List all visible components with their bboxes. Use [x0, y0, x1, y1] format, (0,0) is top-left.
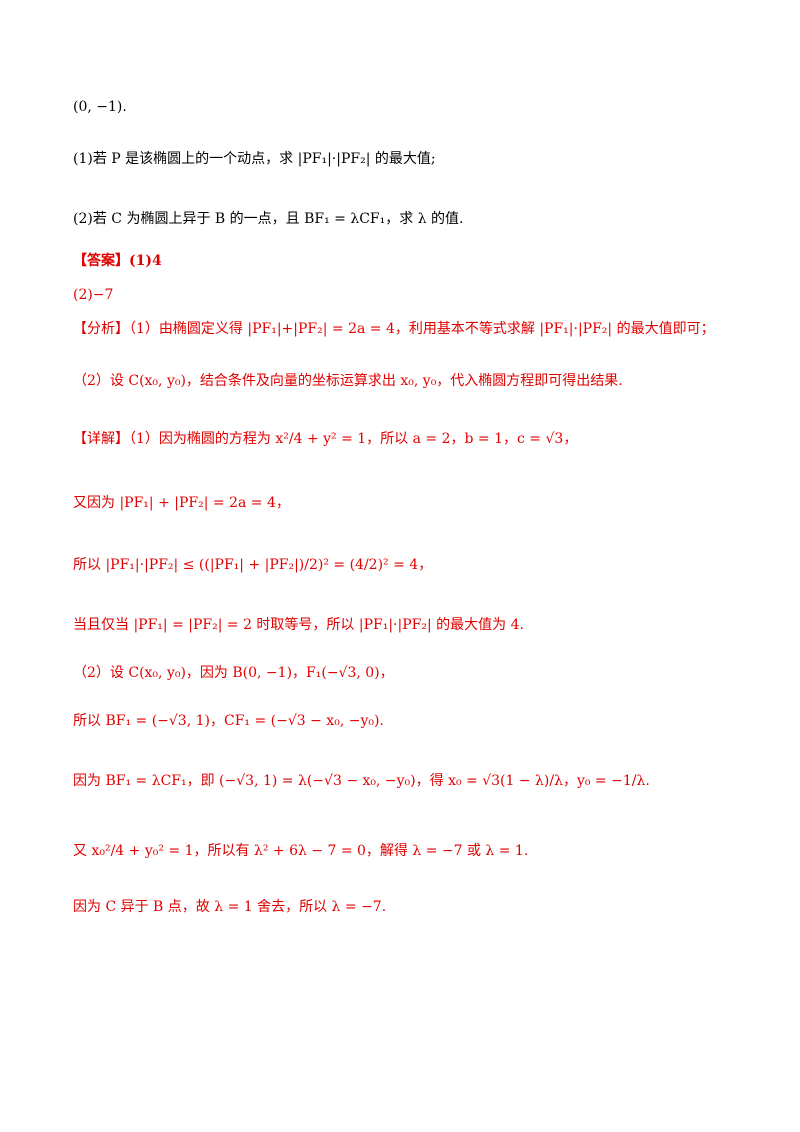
text-line: （2）设 C(x₀, y₀)，因为 B(0, −1)，F₁(−√3, 0)，	[73, 665, 394, 681]
text-line: 又因为 |PF₁| + |PF₂| = 2a = 4，	[73, 495, 290, 511]
text-line: 所以 BF₁ = (−√3, 1)，CF₁ = (−√3 − x₀, −y₀).	[73, 713, 384, 729]
text-line: 【详解】（1）因为椭圆的方程为 x²/4 + y² = 1，所以 a = 2，b…	[73, 431, 578, 447]
text-line: 因为 C 异于 B 点，故 λ = 1 舍去，所以 λ = −7.	[73, 899, 387, 915]
text-line: 又 x₀²/4 + y₀² = 1，所以有 λ² + 6λ − 7 = 0，解得…	[73, 843, 529, 859]
text-line: 【分析】（1）由椭圆定义得 |PF₁|+|PF₂| = 2a = 4，利用基本不…	[73, 321, 715, 337]
text-line: (2)−7	[73, 287, 114, 303]
text-line: 所以 |PF₁|·|PF₂| ≤ ((|PF₁| + |PF₂|)/2)² = …	[73, 557, 433, 573]
text-line: (1)若 P 是该椭圆上的一个动点，求 |PF₁|·|PF₂| 的最大值;	[73, 151, 436, 167]
text-line: (0, −1).	[73, 99, 127, 115]
text-line: (2)若 C 为椭圆上异于 B 的一点，且 BF₁ = λCF₁，求 λ 的值.	[73, 211, 464, 227]
text-line: 因为 BF₁ = λCF₁，即 (−√3, 1) = λ(−√3 − x₀, −…	[73, 773, 650, 789]
text-line: 当且仅当 |PF₁| = |PF₂| = 2 时取等号，所以 |PF₁|·|PF…	[73, 617, 524, 633]
text-line: （2）设 C(x₀, y₀)，结合条件及向量的坐标运算求出 x₀, y₀，代入椭…	[73, 373, 623, 389]
text-line: 【答案】(1)4	[73, 253, 162, 269]
